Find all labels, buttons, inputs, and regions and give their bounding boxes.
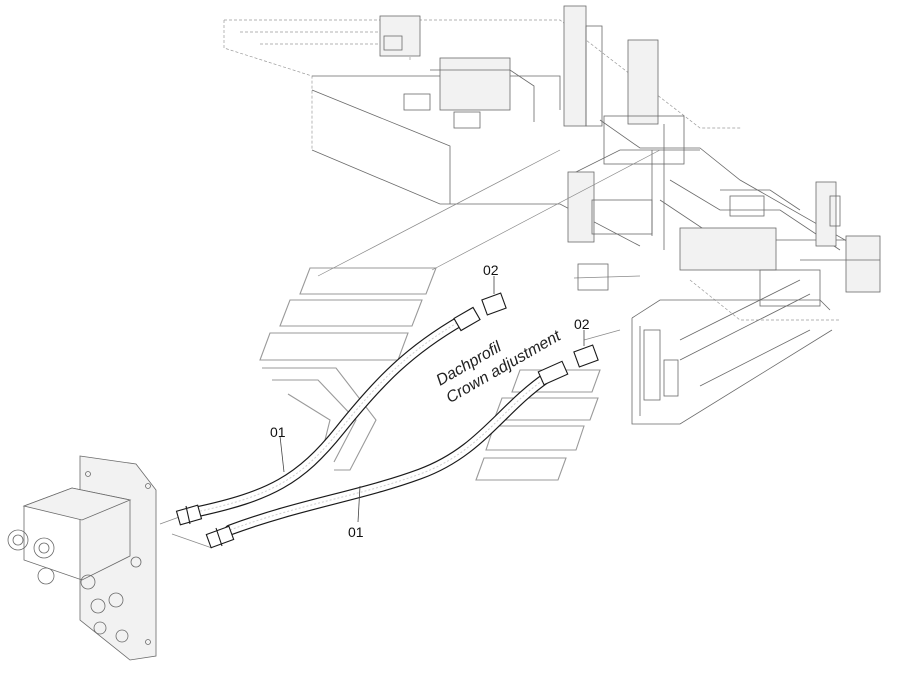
callout-02-lower: 02: [574, 316, 590, 332]
hydraulic-hose-lower: [224, 372, 552, 536]
callout-01-upper: 01: [270, 424, 286, 440]
callout-02-upper: 02: [483, 262, 499, 278]
adapter-fitting-upper: [481, 276, 507, 316]
leader-01-lower: [357, 485, 361, 523]
leader-01-upper: [279, 435, 285, 473]
hydraulic-hose-upper: [190, 314, 468, 518]
valve-block: [7, 455, 213, 661]
watermark-logo: [259, 267, 601, 481]
paver-frame: [223, 5, 881, 425]
hose-fitting-lower-left: [205, 525, 235, 549]
hose-fitting-upper-left: [175, 504, 203, 526]
hose-fitting-upper-right: [453, 306, 481, 332]
hose-fitting-lower-right: [537, 360, 569, 386]
callout-01-lower: 01: [348, 524, 364, 540]
adapter-fitting-lower: [573, 330, 599, 368]
